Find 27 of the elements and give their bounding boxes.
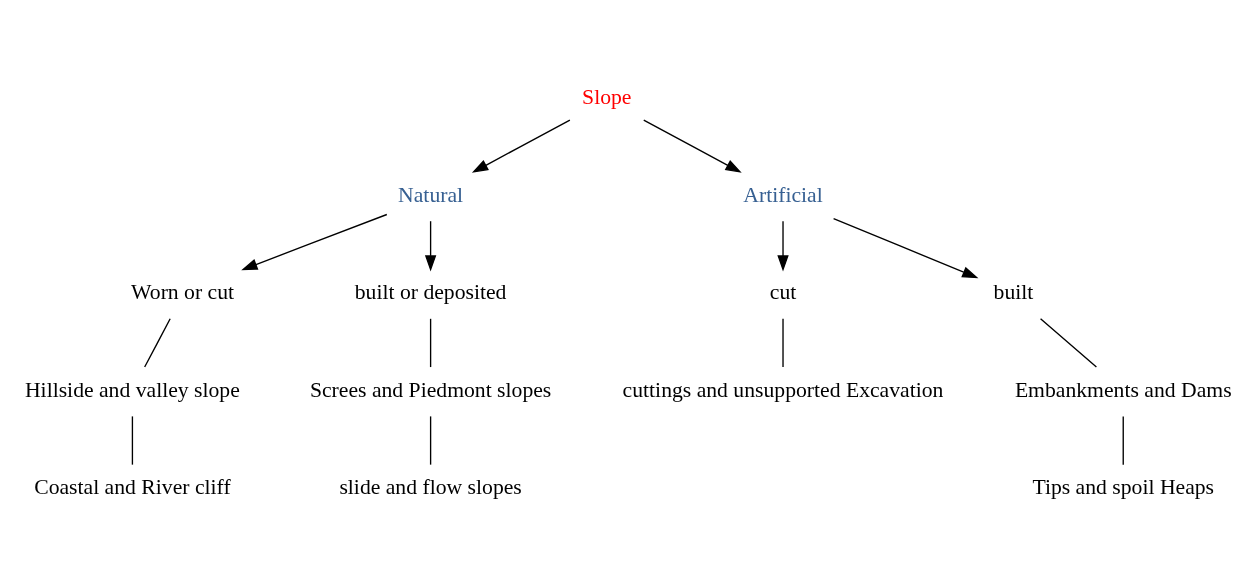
node-text: Natural	[398, 182, 464, 207]
node-text: Slope	[582, 84, 632, 109]
connector	[429, 415, 432, 466]
connector	[144, 318, 171, 368]
connector	[1122, 415, 1124, 466]
connector	[782, 318, 784, 368]
node-text: Embankments and Dams	[1014, 377, 1232, 402]
arrow	[241, 213, 388, 271]
arrow	[777, 220, 789, 272]
node-text: Hillside and valley slope	[24, 377, 240, 402]
node-text: cuttings and unsupported Excavation	[622, 377, 944, 402]
node-text: Coastal and River cliff	[34, 475, 231, 500]
node-text: cut	[769, 280, 797, 305]
arrow	[643, 119, 742, 173]
connector	[131, 415, 134, 466]
node-text: Worn or cut	[131, 280, 235, 305]
connector	[1039, 318, 1098, 368]
arrow	[832, 217, 979, 279]
node-text: Tips and spoil Heaps	[1032, 475, 1215, 500]
node-text: Screes and Piedmont slopes	[309, 377, 552, 402]
node-text: built	[993, 280, 1034, 305]
node-text: built or deposited	[354, 280, 507, 305]
node-text: Artificial	[743, 182, 823, 207]
arrow	[424, 220, 437, 272]
arrow	[471, 119, 571, 173]
node-text: slide and flow slopes	[339, 475, 522, 500]
connector	[429, 318, 432, 368]
